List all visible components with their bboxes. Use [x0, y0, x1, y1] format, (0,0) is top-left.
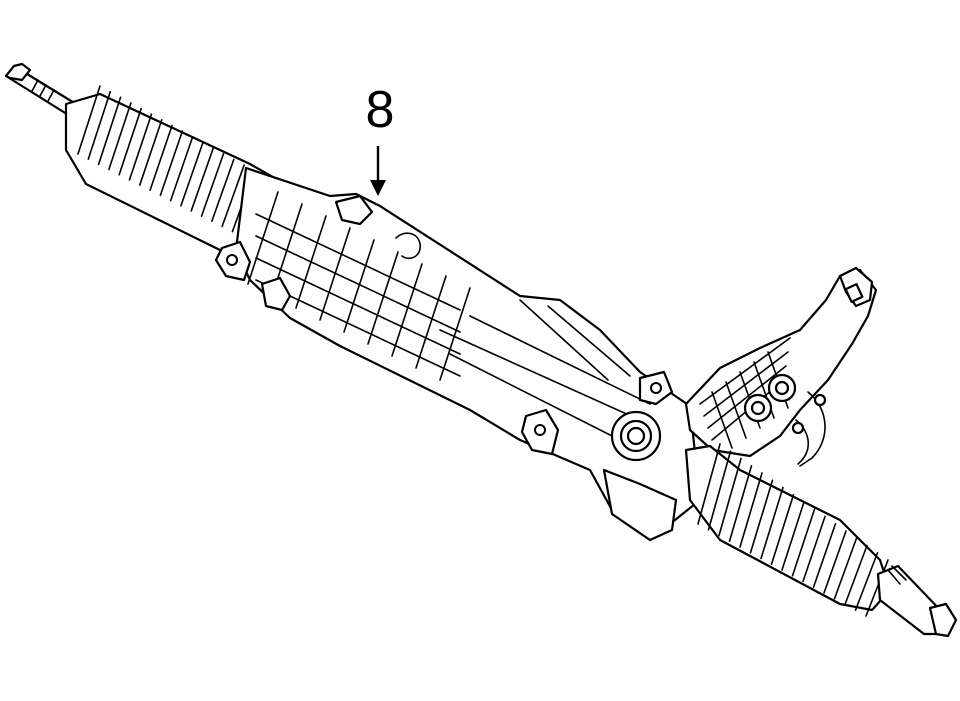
detail-line [180, 141, 204, 207]
detail-line [865, 559, 889, 617]
detail-line [255, 213, 461, 311]
detail-line [200, 152, 225, 217]
callout-arrow [370, 146, 386, 196]
right-tie-rod [876, 564, 958, 638]
detail-line [77, 85, 101, 155]
detail-line [833, 537, 858, 600]
rack-housing [214, 166, 702, 542]
detail-line [439, 287, 471, 381]
detail-line [415, 275, 447, 369]
detail-line [255, 257, 461, 355]
detail-line [343, 239, 375, 333]
detail-line [844, 544, 868, 606]
detail-line [97, 96, 122, 166]
detail-line [149, 124, 173, 192]
right-bellows-boot [684, 443, 892, 617]
detail-line [718, 457, 742, 537]
detail-line [728, 464, 753, 543]
detail-line [739, 472, 763, 548]
detail-line [367, 251, 399, 345]
detail-line [87, 90, 112, 160]
detail-line [108, 102, 132, 171]
detail-line [159, 130, 184, 197]
left-tie-rod [4, 62, 78, 118]
detail-line [190, 147, 215, 212]
detail-line [823, 530, 847, 594]
detail-line [118, 107, 142, 176]
detail-line [812, 522, 837, 589]
detail-line [725, 381, 747, 439]
detail-line [854, 551, 879, 612]
detail-line [711, 391, 733, 449]
detail-line [749, 479, 774, 554]
detail-line [703, 351, 789, 417]
detail-line [707, 450, 732, 531]
detail-line [255, 235, 461, 333]
detail-line [760, 486, 784, 560]
detail-line [128, 113, 153, 181]
detail-line [138, 119, 163, 186]
detail-line [781, 501, 805, 571]
detail-line [211, 158, 235, 223]
callout-number: 8 [365, 81, 395, 139]
detail-line [169, 136, 194, 202]
detail-line [221, 164, 245, 228]
detail-line [247, 191, 279, 285]
detail-line [770, 493, 795, 566]
valve-housing [684, 266, 878, 467]
detail-line [802, 515, 826, 583]
detail-line [391, 263, 423, 357]
detail-line [707, 365, 787, 429]
detail-line [699, 337, 791, 405]
detail-line [791, 508, 816, 577]
detail-line [697, 443, 721, 525]
